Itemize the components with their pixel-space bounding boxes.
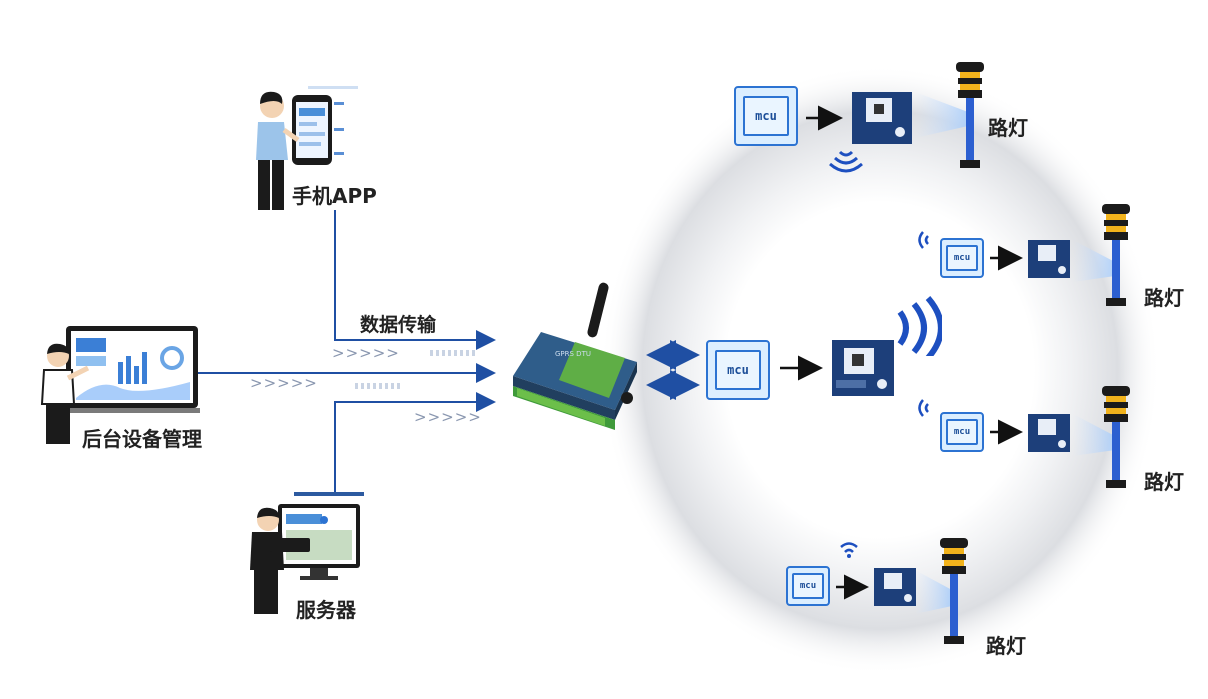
mcu-chip-main: mcu (706, 340, 770, 400)
wifi-icon-node-4 (840, 542, 858, 558)
control-board-node-3 (1028, 414, 1070, 452)
wifi-icon-node-3 (918, 399, 929, 417)
wifi-icon-node-1 (829, 150, 863, 173)
backend-management-label: 后台设备管理 (82, 427, 202, 451)
phone-link-line (334, 210, 496, 350)
data-flow-chevrons-2: >>>>> (250, 374, 318, 392)
server-illustration (250, 492, 364, 614)
streetlight-icon-1 (956, 62, 984, 168)
data-transmission-label: 数据传输 (360, 314, 437, 336)
streetlight-label-3: 路灯 (1144, 470, 1184, 494)
data-flow-dots-1 (430, 350, 475, 356)
data-flow-dots-2 (355, 383, 400, 389)
backend-management-illustration (40, 326, 200, 444)
server-link-line (334, 392, 496, 492)
mcu-chip-node-3: mcu (940, 412, 984, 452)
gateway-device: GPRS DTU (513, 282, 637, 430)
streetlight-label-1: 路灯 (988, 116, 1028, 140)
streetlight-label-4: 路灯 (986, 634, 1026, 658)
mobile-app-label: 手机APP (292, 184, 377, 208)
svg-text:GPRS DTU: GPRS DTU (555, 350, 591, 358)
control-board-node-2 (1028, 240, 1070, 278)
streetlight-icon-4 (940, 538, 968, 644)
mcu-chip-node-1: mcu (734, 86, 798, 146)
streetlight-icon-2 (1102, 204, 1130, 306)
wifi-icon-main (897, 296, 942, 356)
control-board-node-1 (852, 92, 912, 144)
wifi-icon-node-2 (918, 231, 929, 249)
server-label: 服务器 (296, 598, 356, 622)
mcu-chip-node-2: mcu (940, 238, 984, 278)
mcu-chip-node-4: mcu (786, 566, 830, 606)
mobile-user-illustration (256, 86, 358, 210)
control-board-node-4 (874, 568, 916, 606)
streetlight-label-2: 路灯 (1144, 286, 1184, 310)
data-flow-chevrons-3: >>>>> (414, 408, 482, 426)
streetlight-icon-3 (1102, 386, 1130, 488)
control-board-main (832, 340, 894, 396)
data-flow-chevrons-1: >>>>> (332, 344, 400, 362)
